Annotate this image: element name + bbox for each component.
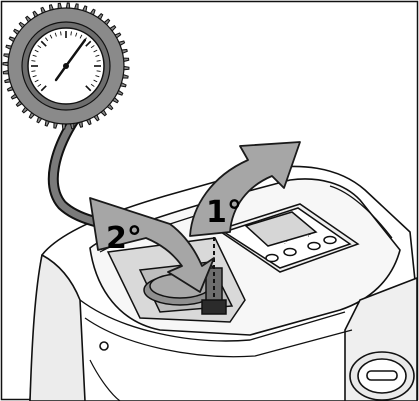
svg-text:-+: -+ <box>304 232 311 239</box>
step-1-label: 1° <box>206 195 242 230</box>
gauge-tick <box>31 61 35 62</box>
gauge-tick <box>71 31 72 35</box>
gauge-tick <box>97 71 101 72</box>
gauge-tick <box>97 61 101 62</box>
gauge-tick <box>61 31 62 35</box>
gauge-tick <box>31 71 35 72</box>
svg-text:·:·: ·:· <box>282 239 288 246</box>
drain-plug-icon <box>350 352 414 400</box>
step-2-label: 2° <box>106 221 142 256</box>
